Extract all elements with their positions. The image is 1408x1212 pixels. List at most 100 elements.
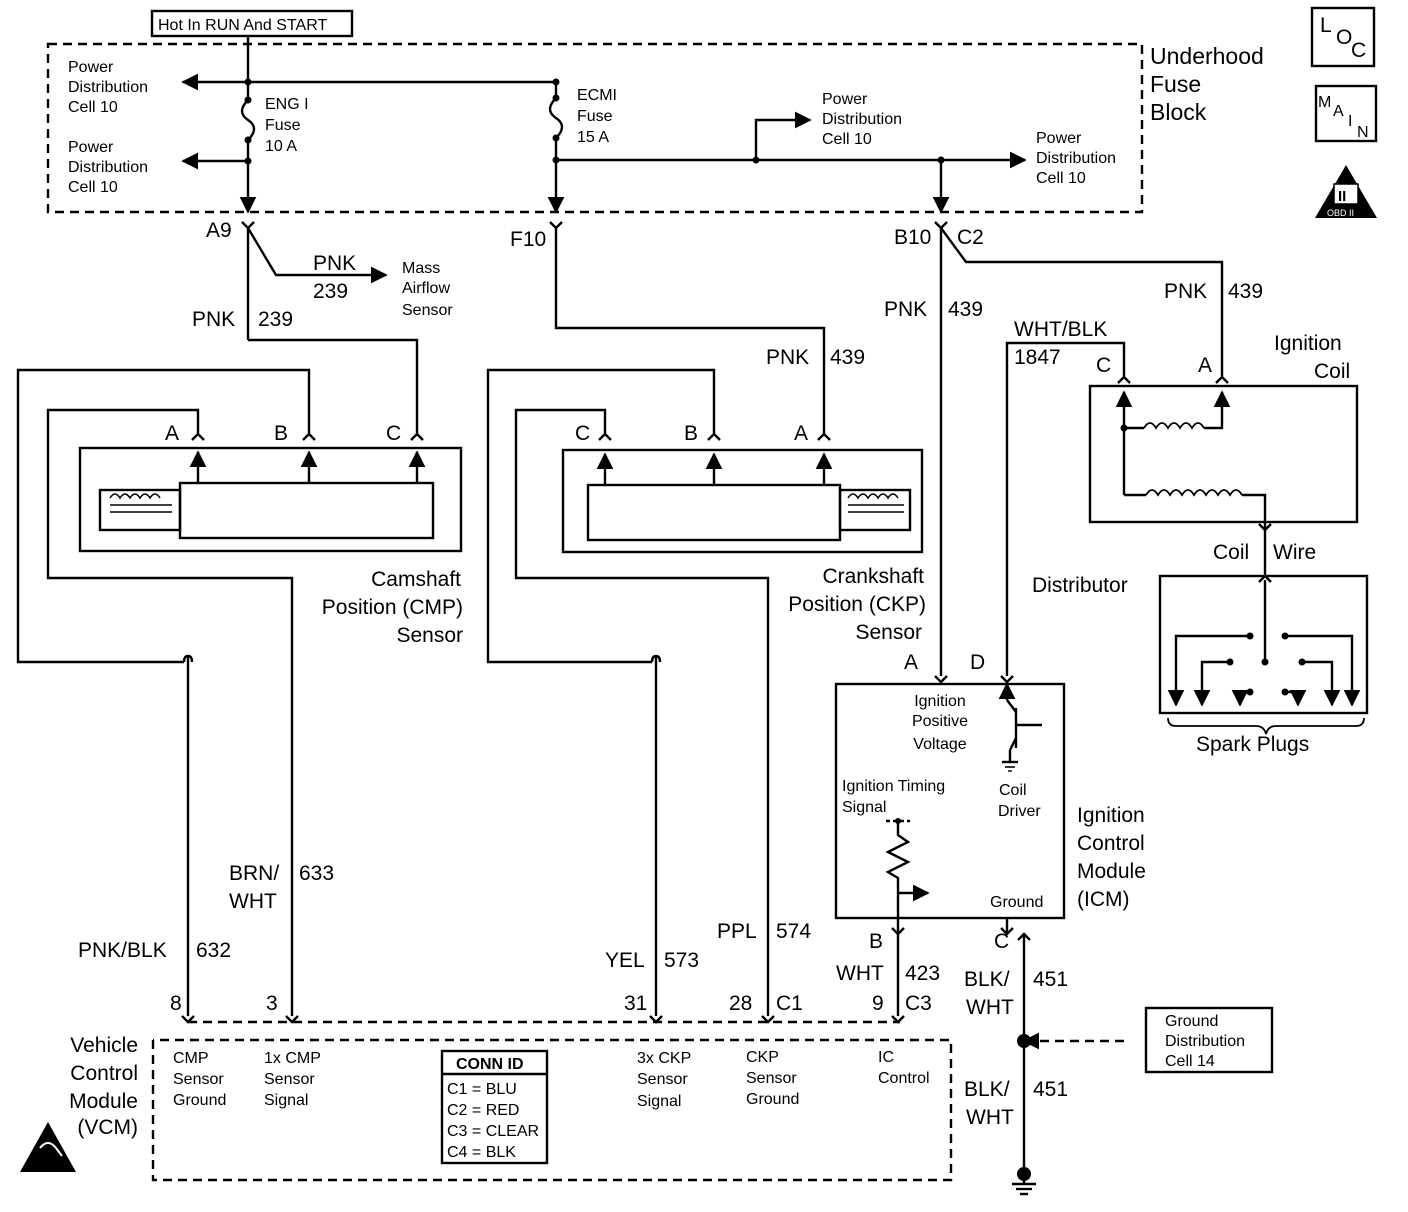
wire-ppl: PPL [717,920,757,943]
svg-text:Control: Control [878,1070,930,1087]
vcm-cmp-signal-label: 1x CMP Sensor Signal [264,1050,321,1109]
svg-text:Ignition Timing: Ignition Timing [842,778,945,795]
svg-text:Vehicle: Vehicle [70,1034,138,1057]
svg-text:Ground: Ground [173,1092,226,1109]
svg-text:Mass: Mass [402,260,440,277]
svg-text:Ignition: Ignition [1274,332,1342,355]
wire-1847: 1847 [1014,346,1061,369]
fuse-terminal-dot [244,96,252,104]
wire-pnk-icm: PNK [884,298,927,321]
coil-pin-a: A [1198,354,1212,377]
svg-text:Fuse: Fuse [577,108,613,125]
wire-pnk-coil: PNK [1164,280,1207,303]
vcm-ckp-ground-label: CKP Sensor Ground [746,1049,799,1108]
svg-text:Ground: Ground [1165,1013,1218,1030]
vcm-pin-9: 9 [872,992,884,1015]
cmp-sensor [16,368,463,1016]
svg-text:Sensor: Sensor [396,624,463,647]
wire-574: 574 [776,920,811,943]
obd-ii-icon: II OBD II [1315,165,1377,218]
vcm-pin-c1: C1 [776,992,803,1015]
svg-text:Module: Module [1077,860,1146,883]
svg-text:Driver: Driver [998,803,1041,820]
svg-text:Distribution: Distribution [68,79,148,96]
splice-dot [937,156,945,164]
vcm-pin-c3: C3 [905,992,932,1015]
wire-pnk-ckp: PNK [766,346,809,369]
pin-c2: C2 [957,226,984,249]
splice-dot [752,156,760,164]
svg-text:A: A [1333,103,1344,120]
wire-wht-451-2: WHT [966,1106,1014,1129]
eng-fuse-label: ENG I Fuse 10 A [265,96,309,155]
svg-text:Voltage: Voltage [913,736,966,753]
fuse-block-wiring [181,36,1027,214]
wire-573: 573 [664,949,699,972]
splice-dot [552,156,560,164]
distributor-contact [1246,688,1254,696]
vcm-ckp3x-label: 3x CKP Sensor Signal [637,1050,691,1110]
svg-text:15 A: 15 A [577,129,609,146]
distributor-contact [1281,688,1289,696]
wire-wht-423: WHT [836,962,884,985]
icm-pin-d: D [970,651,985,674]
ckp-pin-a: A [794,422,808,445]
ignition-coil-label: Ignition Coil [1274,332,1350,383]
svg-text:Fuse: Fuse [265,117,301,134]
ground-splice [1017,1034,1031,1048]
ground-distribution-box: Ground Distribution Cell 14 [1144,1006,1274,1074]
svg-text:Signal: Signal [264,1092,308,1109]
svg-text:Cell 10: Cell 10 [68,99,118,116]
coil-pin-c: C [1096,354,1111,377]
distributor-contact [1298,658,1306,666]
ckp-pin-b: B [684,422,698,445]
wire-wht-451-1: WHT [966,996,1014,1019]
svg-text:Control: Control [70,1062,138,1085]
pin-b10: B10 [894,226,931,249]
wire-wht-633: WHT [229,890,277,913]
fuse-terminal-dot [552,94,560,102]
distributor-rotor [1261,658,1269,666]
cmp-sensor-label: Camshaft Position (CMP) Sensor [322,568,463,647]
pin-f10: F10 [510,228,546,251]
vcm-frame [151,1038,953,1182]
svg-text:Sensor: Sensor [746,1070,797,1087]
power-dist-label-3: Power Distribution Cell 10 [822,91,902,148]
cmp-pin-b: B [274,422,288,445]
wire-pnk-cmp: PNK [192,308,235,331]
maf-label: Mass Airflow Sensor [402,260,453,319]
splice-dot [244,157,252,165]
cmp-pin-c: C [386,422,401,445]
svg-text:Sensor: Sensor [173,1071,224,1088]
distributor-contact [1281,632,1289,640]
svg-text:Coil: Coil [999,782,1027,799]
hot-label: Hot In RUN And START [158,17,327,34]
svg-text:Sensor: Sensor [402,302,453,319]
wire-239-maf: 239 [313,280,348,303]
vcm-pin-8: 8 [170,992,182,1015]
wire-632: 632 [196,939,231,962]
svg-text:OBD II: OBD II [1327,208,1354,218]
ground-symbol [1012,1174,1036,1196]
connector-chevrons [241,221,948,230]
svg-text:Distribution: Distribution [68,159,148,176]
wire-brn: BRN/ [229,862,279,885]
wire-451-2: 451 [1033,1078,1068,1101]
ckp-sensor-label: Crankshaft Position (CKP) Sensor [788,565,926,644]
wire-pnk-blk: PNK/BLK [78,939,167,962]
wire-439-icm: 439 [948,298,983,321]
svg-text:3x CKP: 3x CKP [637,1050,691,1067]
svg-text:ECMI: ECMI [577,87,617,104]
svg-text:Position (CKP): Position (CKP) [788,593,926,616]
main-wiring [246,227,1224,676]
svg-text:Cell 14: Cell 14 [1165,1053,1215,1070]
icm-module [834,675,1066,936]
svg-text:Cell 10: Cell 10 [822,131,872,148]
svg-text:CKP: CKP [746,1049,779,1066]
svg-text:Signal: Signal [637,1093,681,1110]
vcm-title: Vehicle Control Module (VCM) [69,1034,138,1139]
svg-text:Signal: Signal [842,799,886,816]
ignition-coil [1088,375,1359,532]
svg-text:Distribution: Distribution [822,111,902,128]
vcm-pin-28: 28 [729,992,752,1015]
